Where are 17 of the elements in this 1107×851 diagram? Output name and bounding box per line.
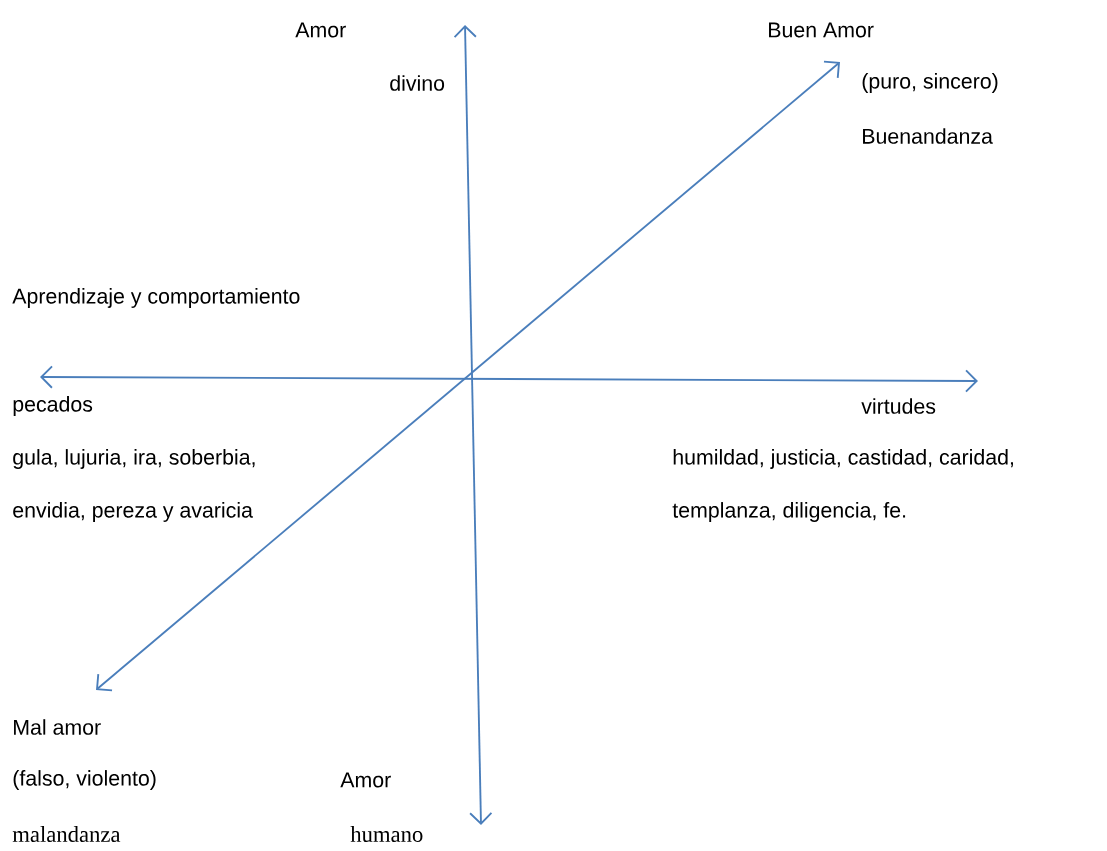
axis-label: Buenandanza (863, 128, 993, 144)
axis-label: pecados (13, 396, 93, 416)
axis-label: envidia, pereza y avaricia (13, 502, 253, 522)
axis-label: Mal amor (14, 719, 101, 735)
axis-label: Aprendizaje y comportamiento (12, 288, 300, 308)
axis-label: templanza, diligencia, fe. (672, 502, 906, 522)
axis-label: (falso, violento) (13, 770, 156, 790)
axis-label: malandanza (12, 826, 121, 842)
axis-label: gula, lujuria, ira, soberbia, (13, 449, 255, 469)
axis-label: Amor (295, 22, 346, 38)
axis-label: virtudes (861, 398, 936, 414)
axis-label: divino (390, 75, 445, 91)
axis-label: Buen Amor (769, 22, 874, 38)
axis-label: (puro, sincero) (862, 73, 998, 93)
axis-label: humildad, justicia, castidad, caridad, (673, 449, 1013, 469)
axis-label: Amor (340, 772, 391, 788)
axis-label: humano (350, 826, 423, 842)
